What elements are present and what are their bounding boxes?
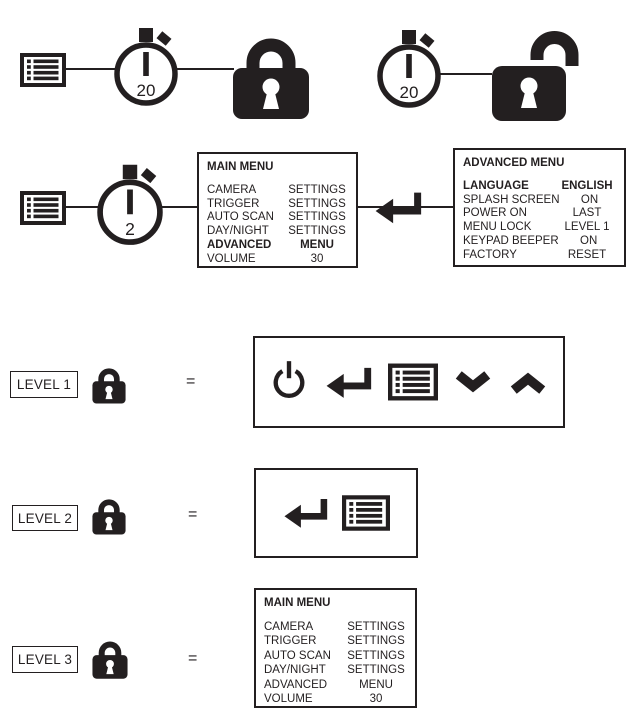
level2-label: LEVEL 2 [12,505,78,531]
equals-sign: = [186,373,196,390]
stopwatch-icon: 20 [377,30,441,110]
enter-return-icon [282,496,328,530]
advanced-menu-title: ADVANCED MENU [463,157,565,169]
level1-keypad-box [253,336,565,428]
enter-return-icon [324,365,372,400]
power-icon [271,360,307,404]
timer-value: 20 [137,81,156,100]
stopwatch-icon: 2 [97,164,163,248]
menu-icon [342,495,390,531]
main-menu-title: MAIN MENU [264,597,331,609]
padlock-open-icon [491,16,579,122]
timer-value: 20 [400,83,419,102]
menu-icon [20,191,66,225]
padlock-closed-icon [92,633,128,681]
connector-line [176,68,234,70]
stopwatch-icon: 20 [114,28,178,108]
chevron-up-icon [509,370,547,395]
chevron-down-icon [454,370,492,395]
equals-sign: = [188,506,198,523]
level3-label: LEVEL 3 [12,646,78,673]
padlock-closed-icon [92,361,126,405]
level1-label: LEVEL 1 [10,371,78,398]
main-menu-title: MAIN MENU [207,161,274,173]
menu-icon [20,53,66,87]
timer-value: 2 [125,219,135,239]
level2-keypad-box [254,468,418,558]
padlock-closed-icon [92,492,126,536]
enter-return-icon [373,189,422,226]
connector-line [64,68,116,70]
connector-line [357,206,454,208]
padlock-closed-icon [232,24,310,120]
equals-sign: = [188,650,198,667]
menu-icon [387,363,438,401]
connector-line [440,73,492,75]
connector-line [162,206,198,208]
connector-line [65,206,99,208]
